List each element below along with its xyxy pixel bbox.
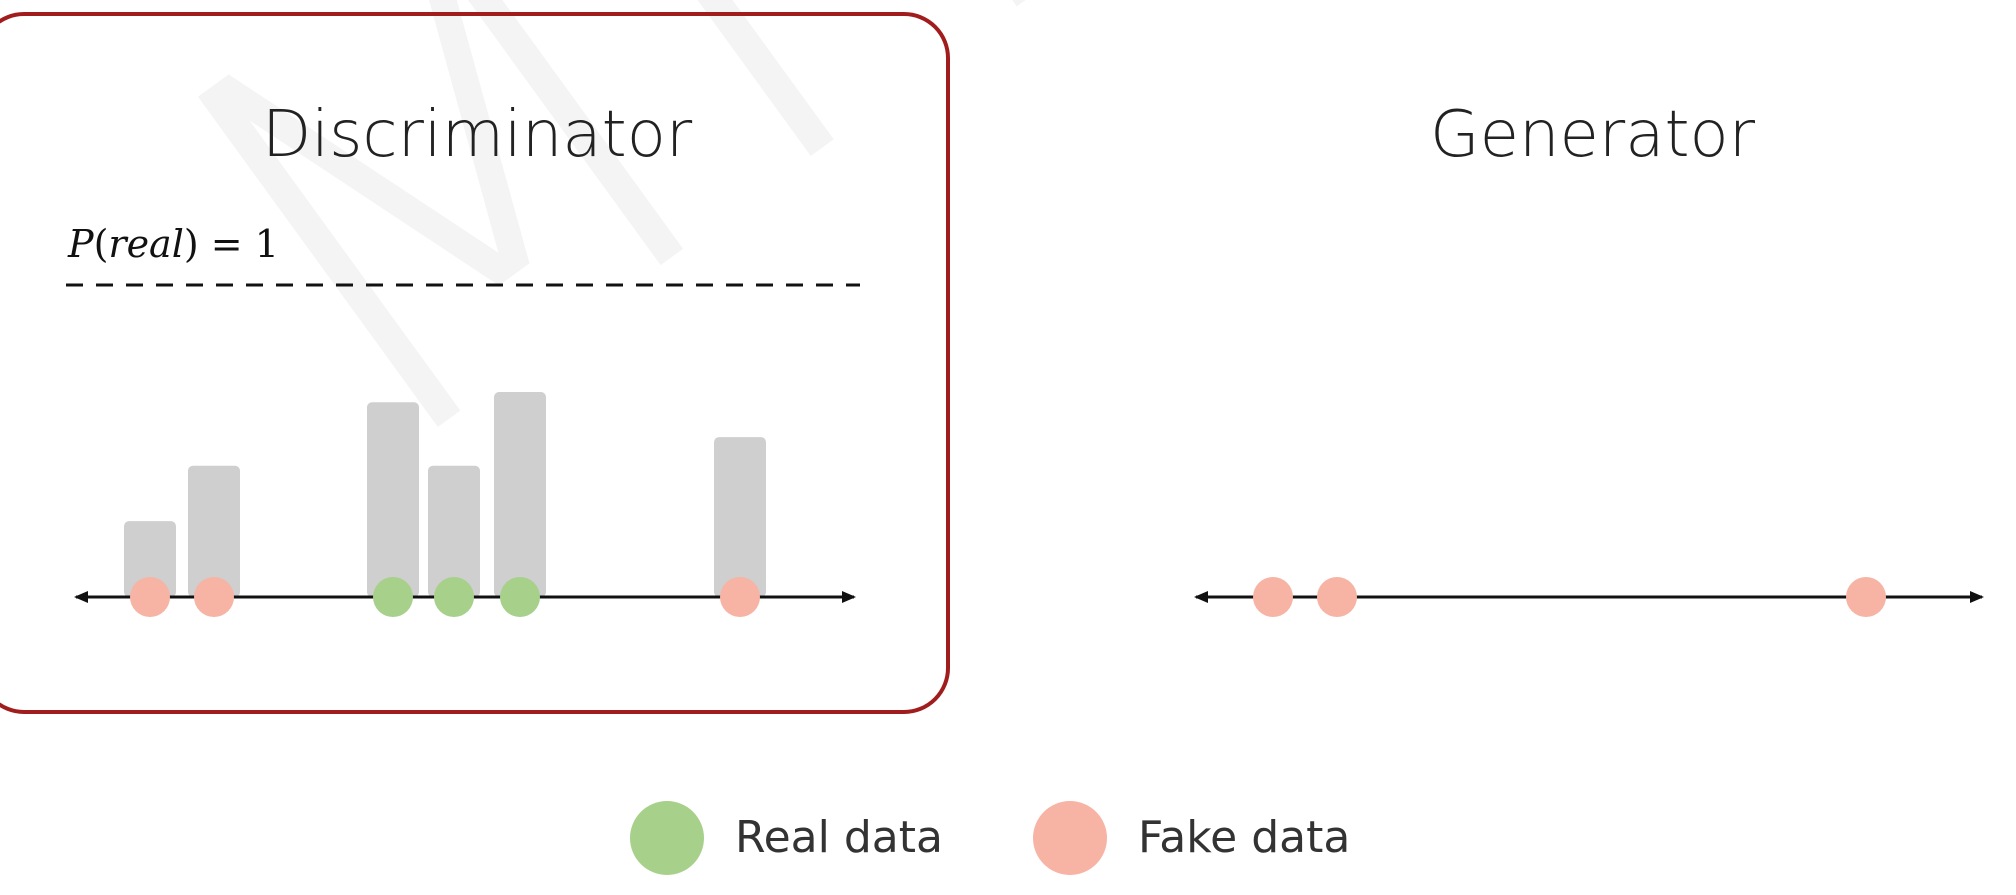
discriminator-title: Discriminator <box>262 98 693 172</box>
discriminator-bar <box>428 465 480 597</box>
legend-fake-dot <box>1033 801 1107 875</box>
discriminator-bar <box>714 437 766 597</box>
fake-data-point <box>130 577 170 617</box>
threshold-rhs: = 1 <box>210 222 279 266</box>
discriminator-bar <box>494 392 546 597</box>
discriminator-box <box>0 12 950 714</box>
real-data-point <box>434 577 474 617</box>
fake-data-point <box>720 577 760 617</box>
discriminator-bar <box>124 521 176 597</box>
fake-data-point <box>194 577 234 617</box>
discriminator-bars <box>124 392 766 597</box>
generator-fake-point <box>1846 577 1886 617</box>
threshold-arg: real <box>108 222 184 266</box>
discriminator-bar <box>367 402 419 597</box>
legend-real-dot <box>630 801 704 875</box>
generator-fake-point <box>1317 577 1357 617</box>
threshold-func: P <box>68 222 94 266</box>
discriminator-bar <box>188 465 240 597</box>
real-data-point <box>500 577 540 617</box>
legend-fake-label: Fake data <box>1138 812 1351 863</box>
generator-points <box>1253 577 1886 617</box>
legend-real-label: Real data <box>735 812 943 863</box>
discriminator-points <box>130 577 760 617</box>
threshold-label: P(real) = 1 <box>68 222 279 266</box>
generator-title: Generator <box>1430 98 1755 172</box>
real-data-point <box>373 577 413 617</box>
generator-fake-point <box>1253 577 1293 617</box>
